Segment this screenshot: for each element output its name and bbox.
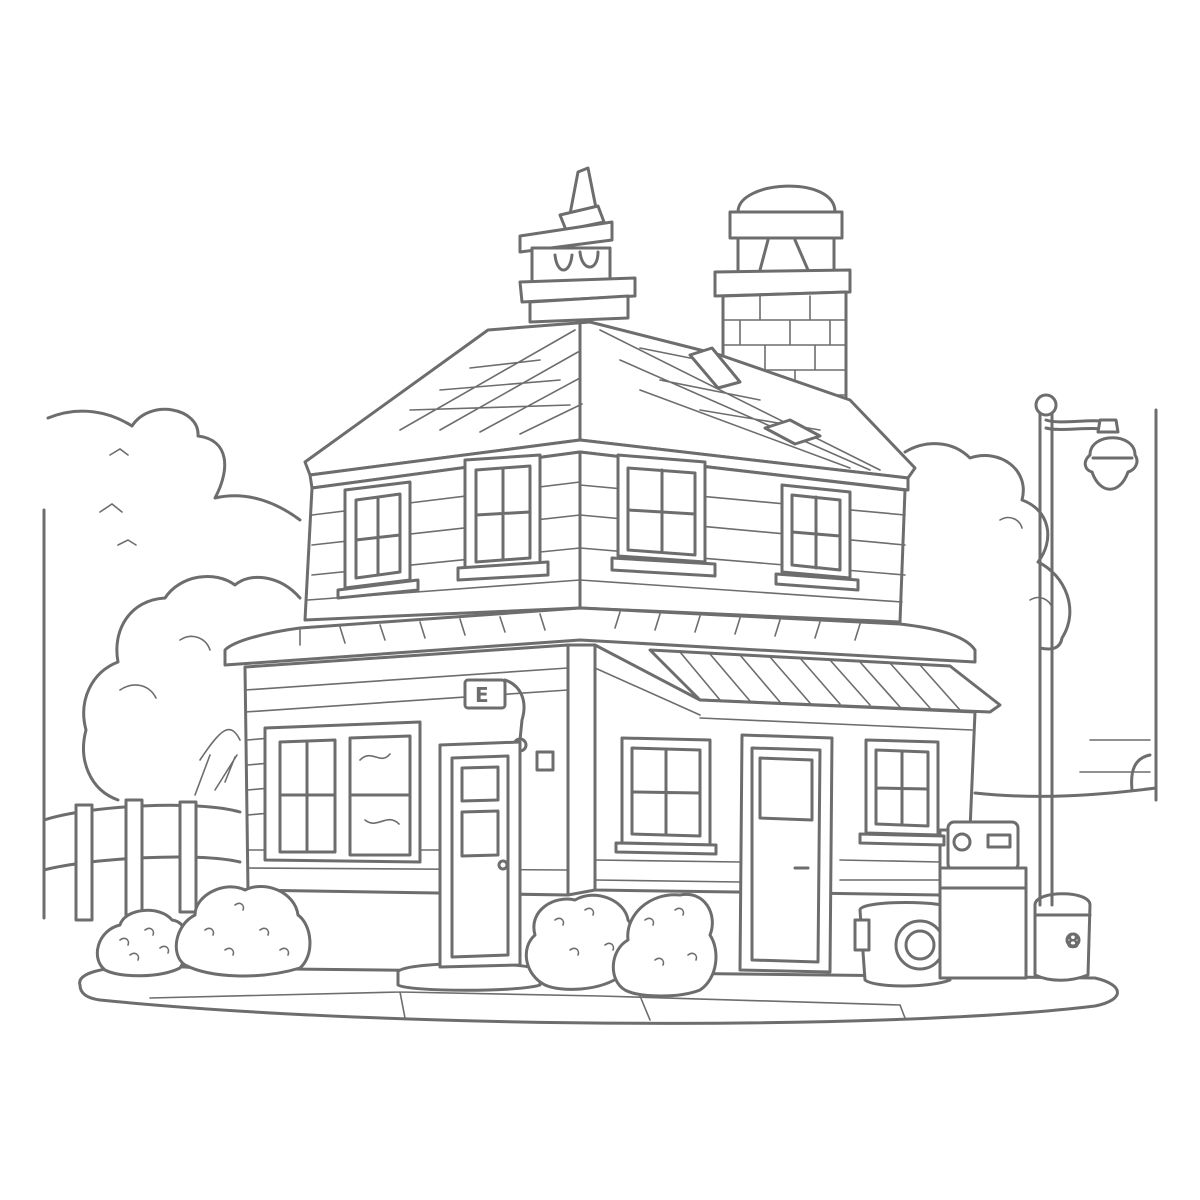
doors [438, 733, 834, 974]
bush [524, 893, 637, 991]
ground-window [858, 738, 946, 847]
upper-windows [336, 453, 860, 600]
bush [174, 884, 312, 978]
round-bin: 8 [1033, 892, 1092, 982]
ground-windows [263, 720, 946, 864]
lower-roof [223, 606, 977, 667]
trash-bins: 8 [853, 820, 1092, 988]
right-door [738, 733, 834, 974]
ground-window [614, 736, 718, 856]
bush [611, 892, 718, 998]
bush [95, 908, 190, 978]
utility-box [938, 820, 1028, 980]
upper-window [610, 453, 717, 578]
left-door [438, 740, 522, 969]
background-trees [46, 407, 1151, 802]
fence [42, 408, 1158, 922]
upper-window [456, 453, 550, 582]
upper-window [336, 480, 420, 600]
ground-window [263, 720, 422, 864]
washer-bin [853, 901, 957, 988]
cupola [518, 166, 637, 324]
awning [648, 648, 1002, 714]
bushes [95, 884, 718, 998]
sign-glyph: E [475, 683, 489, 707]
street-lamp [1034, 393, 1139, 907]
upper-window [774, 483, 860, 592]
